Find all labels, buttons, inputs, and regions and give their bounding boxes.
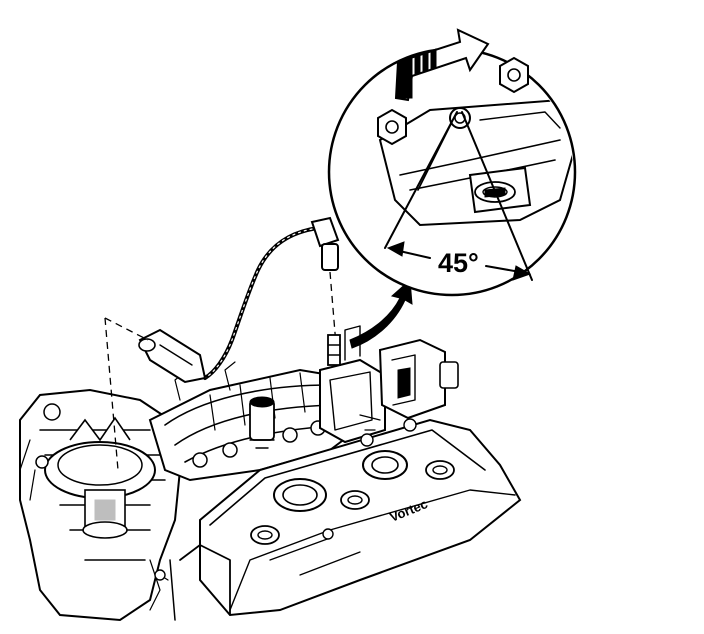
hex-nut-right [499,56,529,94]
coil-terminal [449,107,471,129]
angle-line-right [461,111,533,281]
engine-block [19,388,182,622]
angle-label: 45° [438,248,479,278]
installation-guide-lines [104,271,337,471]
engine-assembly: Vortec [19,325,522,622]
valve-cover: Vortec [169,418,522,621]
detail-inset: 45° [327,28,577,297]
rotation-arrow [394,28,490,102]
callout-arrow [349,278,413,349]
intake-manifold [148,361,372,482]
hex-nut-left [377,108,407,146]
spark-plug-wire [138,216,340,384]
spark-plug [327,334,341,366]
ignition-coil-pack [319,325,459,447]
